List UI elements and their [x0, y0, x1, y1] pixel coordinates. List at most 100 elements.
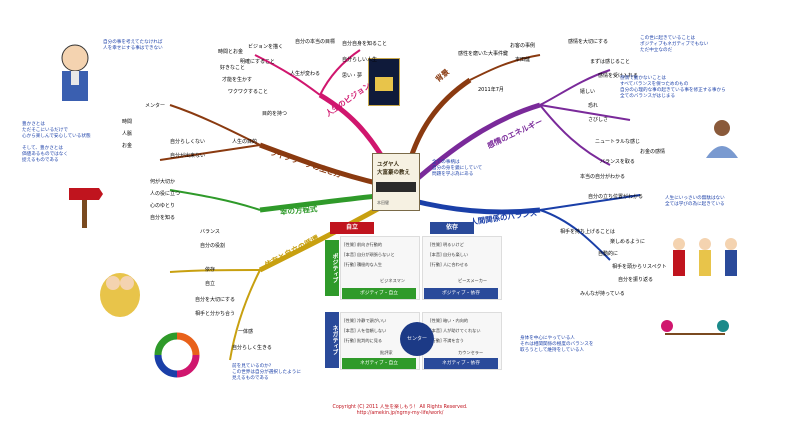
node: 感性を磨いた大事件鍵: [458, 51, 509, 57]
node: お金: [122, 143, 133, 149]
quad-line: [本音] 自分が頑張らないと: [344, 252, 395, 257]
node: 目的を持つ: [262, 111, 288, 117]
quad-footer-nd: ネガティブ・依存: [424, 358, 498, 369]
node: 楽しめるように: [610, 239, 646, 245]
node: 一体感: [238, 329, 254, 335]
quad-line: [行動] 人に合わせる: [430, 262, 469, 267]
node: バランス: [200, 229, 220, 235]
quad-line: [本音] 人を信頼しない: [344, 328, 387, 333]
role-label: ビジネスマン: [380, 278, 405, 283]
node: 相手を持ち上げることは: [560, 229, 616, 235]
node: 人生が変わる: [290, 71, 321, 77]
note-top-left: 自分の事を考えてたなければ 人を幸せにする事はできない: [103, 40, 163, 51]
cycle-arrows-illustration: [154, 332, 200, 378]
quad-line: [本音] 自分も楽しい: [430, 252, 469, 257]
node: 人生の目的: [232, 139, 258, 145]
node: 自動的に: [598, 251, 619, 257]
node: バランスを取る: [600, 159, 635, 165]
quad-footer-pd: ポジティブ・依存: [424, 288, 498, 299]
node: 心のゆとり: [150, 203, 176, 209]
source-url: http://amekin.jp/ngrny-my-life/work/: [356, 411, 444, 416]
node: メンター: [145, 103, 166, 109]
node: ニュートラルな感じ: [595, 139, 641, 145]
node: 明確にすること: [240, 59, 276, 65]
node: 自立: [205, 281, 216, 287]
book-title-line1: ユダヤ人: [377, 162, 400, 168]
quad-line: [行動] 批判的に見る: [344, 338, 383, 343]
quad-footer-ni: ネガティブ・自立: [342, 358, 416, 369]
quad-positive-bar: ポジティブ: [325, 240, 339, 296]
quad-dependent-head: 依存: [430, 222, 474, 234]
role-label: 批評家: [380, 350, 393, 355]
branch-happiness: [259, 192, 386, 213]
lantern-glow: [375, 77, 393, 91]
node: 恐れ: [588, 103, 599, 109]
note-top-right2: 感情で動かないことは すべてバランスを保つためのもの 自分の心理的な事の起きてい…: [620, 76, 726, 99]
quad-line: [性質] 明るいけど: [430, 242, 464, 247]
node: ビジョンを描く: [248, 44, 284, 50]
branch-dependency: [258, 202, 387, 273]
node: 自分らしい人生: [342, 57, 378, 63]
node: 自分らしく生きる: [232, 345, 272, 351]
quad-line: [性質] 冷静で頭がいい: [344, 318, 387, 323]
node: 自分の本当の目標: [295, 39, 336, 45]
node: 好きなこと: [220, 65, 246, 71]
signpost-illustration: [69, 188, 103, 228]
node: 自分らしくない: [170, 139, 206, 145]
note-mid-left: 豊かさとは ただそこにいるだけで 心から楽しんで安心している状態: [22, 122, 91, 139]
quad-line: [行動] 不満を言う: [430, 338, 464, 343]
businessman-illustration: [61, 44, 89, 101]
role-label: カウンセラー: [458, 350, 484, 355]
node: お金の感情: [640, 149, 666, 155]
node: 自分が出来ない: [170, 153, 206, 159]
copyright: Copyright (C) 2011 人生を楽しもう！ All Rights R…: [332, 405, 468, 410]
branch-emotion: [408, 102, 541, 187]
meditating-person-illustration: [706, 120, 738, 158]
note-top-right: この世に起きていることは ポジティブもネガティブでもない ただ中立なのだ: [640, 36, 709, 53]
node: 相手と分かち合う: [195, 311, 236, 317]
node: 自分を大切にする: [195, 297, 236, 303]
note-right-small: 全ての事柄は 自分の身を鏡にしていて 問題を学ぶ為にある: [432, 160, 483, 177]
node: 人脈: [122, 131, 133, 137]
node: ワクワクすること: [228, 89, 269, 95]
node: 嬉しい: [580, 89, 596, 95]
node: 2011年7月: [478, 87, 504, 93]
quad-footer-pi: ポジティブ・自立: [342, 288, 416, 299]
branch-relationships: [409, 197, 541, 215]
quad-independent-head: 自立: [330, 222, 374, 234]
book-band: [376, 182, 416, 192]
tug-of-war-illustration: [661, 320, 729, 335]
branch-lifework: [259, 142, 386, 188]
note-bottom-right: 身体を中心にやっている人 それは相関関係の極度のバランスを 取ろうとして維持をし…: [520, 336, 594, 353]
node: 人の役に立つ: [150, 191, 181, 197]
node: さびしさ: [588, 117, 609, 123]
note-right-mid: 人生にいっさいの無駄はない 全ては学びの為に起きている: [665, 196, 725, 207]
people-group-illustration: [673, 238, 737, 276]
quad-line: [行動] 積極的な人生: [344, 262, 383, 267]
note-mid-left2: そして、豊かさとは 価値あるものではなく 捉えるものである: [22, 146, 68, 163]
node: 才能を生かす: [222, 77, 253, 83]
node: みんなが持っている: [580, 291, 625, 297]
node: 何が大切か: [150, 179, 176, 185]
node: 自分の役割: [200, 243, 226, 249]
center-circle: センター: [400, 322, 434, 356]
quad-line: [性質] 暗い・内向的: [430, 318, 469, 323]
node: お客の事例: [510, 43, 536, 49]
node: 感情を大切にする: [568, 39, 609, 45]
book-title-line2: 大富豪の教え: [377, 170, 411, 176]
node: 自分を振り返る: [618, 277, 654, 283]
note-bottom-left: 前を見ているのか? この世界は自分が選択したように 見えるものである: [232, 364, 301, 381]
node: 思い・夢: [342, 73, 363, 79]
node: 自分自身を知ること: [342, 41, 388, 47]
node: 本当の自分がわかる: [580, 174, 626, 180]
node: 自分を知る: [150, 215, 176, 221]
book-cover: ユダヤ人 大富豪の教え 本田健: [372, 153, 420, 211]
node: 依存: [205, 267, 216, 273]
role-label: ピースメーカー: [458, 278, 488, 283]
node: 時間: [122, 119, 133, 125]
lantern-image: [368, 58, 400, 106]
quad-line: [本音] 人が助けてくれない: [430, 328, 481, 333]
node: 時間とお金: [218, 49, 244, 55]
